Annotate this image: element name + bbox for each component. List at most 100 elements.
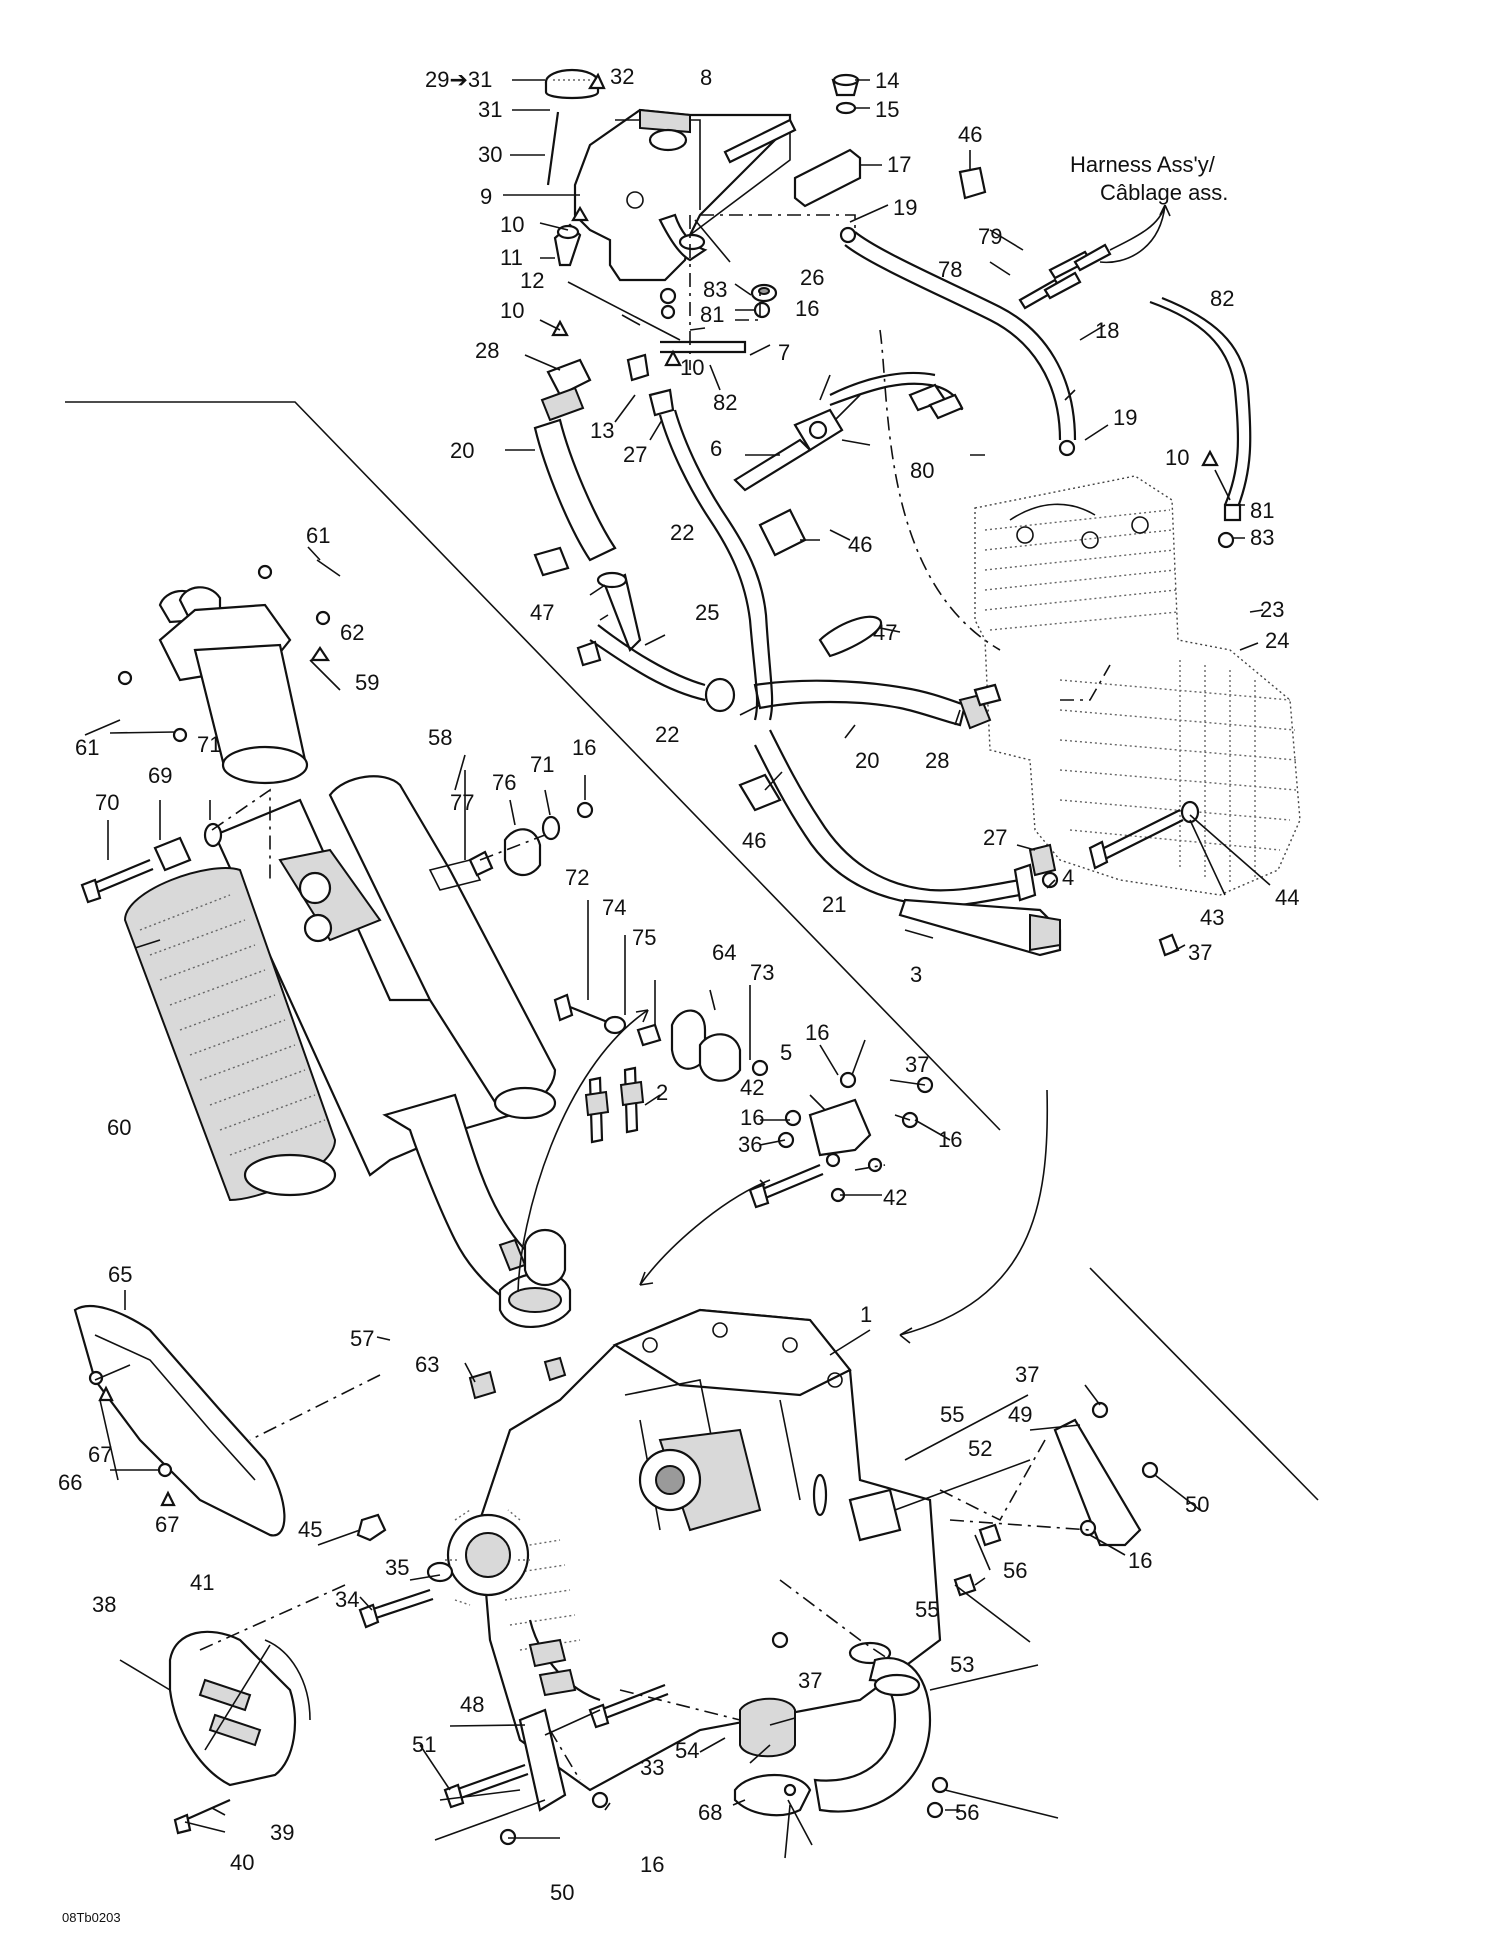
separator-lines	[65, 401, 1319, 1501]
callout-54: 54	[675, 1738, 699, 1763]
callout-73: 73	[750, 960, 774, 985]
drop-10a	[571, 205, 589, 222]
callout-27b: 27	[983, 825, 1007, 850]
callout-21: 21	[822, 892, 846, 917]
callout-71a: 71	[197, 732, 221, 757]
foam-strip-17	[793, 148, 862, 208]
reservoir-tank	[573, 108, 797, 282]
assembly-arrows	[517, 204, 1166, 1344]
callout-72: 72	[565, 865, 589, 890]
callout-16b: 16	[572, 735, 596, 760]
callout-20b: 20	[855, 748, 879, 773]
callout-28a: 28	[475, 338, 499, 363]
callout-56a: 56	[1003, 1558, 1027, 1583]
callout-18: 18	[1095, 318, 1119, 343]
hardware-right-lower	[733, 1401, 1159, 1819]
callout-77: 77	[450, 790, 474, 815]
callout-16c: 16	[805, 1020, 829, 1045]
callout-20a: 20	[450, 438, 474, 463]
callout-61a: 61	[306, 523, 330, 548]
heat-shield-65	[73, 1305, 286, 1537]
harness-note-line2: Câblage ass.	[1100, 180, 1228, 205]
engine-assembly	[445, 1308, 942, 1792]
grommet-26	[750, 283, 778, 319]
callout-83b: 83	[1250, 525, 1274, 550]
callout-13: 13	[590, 418, 614, 443]
callout-30: 30	[478, 142, 502, 167]
callout-66: 66	[58, 1470, 82, 1495]
bolt-43	[1088, 800, 1200, 957]
fitting-11	[553, 223, 582, 267]
callout-81a: 81	[700, 302, 724, 327]
tie-straps	[533, 166, 987, 812]
callout-39: 39	[270, 1820, 294, 1845]
callout-83a: 83	[703, 277, 727, 302]
callout-1: 1	[860, 1302, 872, 1327]
callout-44: 44	[1275, 885, 1299, 910]
callout-labels: 29➔31 31 32 8 14 15 30 17 46 9 19 10 11 …	[58, 64, 1299, 1905]
callout-15: 15	[875, 97, 899, 122]
brake-lever-6	[733, 371, 964, 492]
callout-25: 25	[695, 600, 719, 625]
callout-32: 32	[610, 64, 634, 89]
drop-10c	[664, 349, 682, 367]
brake-pedal-3	[898, 871, 1062, 957]
tube-82-right	[1149, 296, 1252, 549]
callout-8: 8	[700, 65, 712, 90]
callout-5: 5	[780, 1040, 792, 1065]
hose-20-upper	[533, 358, 617, 562]
callout-47a: 47	[530, 600, 554, 625]
callout-23: 23	[1260, 597, 1284, 622]
tail-pipe-59	[158, 586, 309, 785]
callout-46c: 46	[742, 828, 766, 853]
callout-37d: 37	[798, 1668, 822, 1693]
hose-27	[648, 388, 1057, 877]
callout-31: 31	[478, 97, 502, 122]
callout-50a: 50	[1185, 1492, 1209, 1517]
callout-37c: 37	[1015, 1362, 1039, 1387]
callout-82b: 82	[713, 390, 737, 415]
callout-14: 14	[875, 68, 899, 93]
cap-small-32	[588, 72, 606, 90]
callout-38: 38	[92, 1592, 116, 1617]
hose-21	[754, 729, 1037, 907]
callout-60: 60	[107, 1115, 131, 1140]
callout-36: 36	[738, 1132, 762, 1157]
callout-61b: 61	[75, 735, 99, 760]
callout-26: 26	[800, 265, 824, 290]
callout-10a: 10	[500, 212, 524, 237]
callout-81b: 81	[1250, 498, 1274, 523]
callout-49: 49	[1008, 1402, 1032, 1427]
callout-48: 48	[460, 1692, 484, 1717]
callout-51: 51	[412, 1732, 436, 1757]
callout-46a: 46	[958, 122, 982, 147]
callout-76: 76	[492, 770, 516, 795]
harness-note-line1: Harness Ass'y/	[1070, 152, 1216, 177]
callout-28b: 28	[925, 748, 949, 773]
callout-82a: 82	[1210, 286, 1234, 311]
callout-37b: 37	[905, 1052, 929, 1077]
hose-20-lower	[753, 679, 1002, 730]
drop-10d	[1201, 449, 1219, 467]
callout-12: 12	[520, 268, 544, 293]
callout-24: 24	[1265, 628, 1289, 653]
callout-10c: 10	[680, 355, 704, 380]
callout-52: 52	[968, 1436, 992, 1461]
callout-42a: 42	[740, 1075, 764, 1100]
callout-29-31: 29➔31	[425, 67, 492, 92]
connectors-78-79-80	[908, 204, 1171, 420]
callout-41: 41	[190, 1570, 214, 1595]
guide-lines	[199, 214, 1111, 1781]
callout-55a: 55	[940, 1402, 964, 1427]
callout-40: 40	[230, 1850, 254, 1875]
hardware-left	[80, 564, 331, 904]
hardware-center	[468, 801, 934, 1209]
callout-79: 79	[978, 224, 1002, 249]
callout-67b: 67	[155, 1512, 179, 1537]
callout-16f: 16	[1128, 1548, 1152, 1573]
callout-22b: 22	[655, 722, 679, 747]
callout-65: 65	[108, 1262, 132, 1287]
callout-63: 63	[415, 1352, 439, 1377]
